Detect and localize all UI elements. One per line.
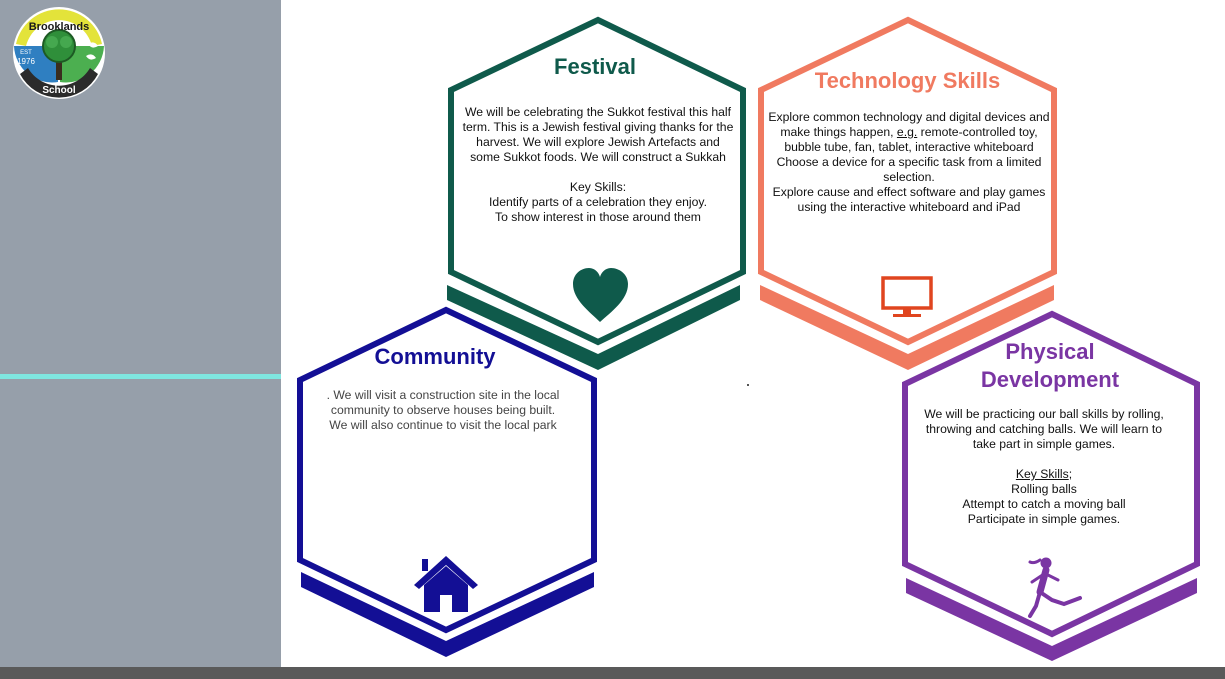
school-logo: Brooklands EST 1976 School — [13, 7, 105, 99]
physical-hex-shadow — [906, 578, 1197, 661]
community-title: Community — [374, 344, 496, 369]
physical-skills-heading: Key Skills — [1015, 467, 1069, 481]
physical-skill-item: Rolling balls — [1011, 482, 1077, 496]
festival-skills-heading: Key Skills: — [569, 180, 627, 194]
logo-year: 1976 — [17, 57, 35, 66]
bottom-scrollbar[interactable] — [0, 667, 1225, 679]
technology-title: Technology Skills — [814, 68, 1001, 93]
physical-text: We will be practicing our ball skills by… — [914, 407, 1174, 527]
sidebar-panel — [0, 0, 281, 667]
runner-icon — [1028, 557, 1082, 618]
sidebar-divider — [0, 374, 281, 379]
community-hexagon — [297, 306, 597, 634]
festival-skill-item: Identify parts of a celebration they enj… — [489, 195, 707, 209]
stray-mark — [747, 384, 749, 386]
physical-title: Physical Development — [940, 338, 1160, 394]
monitor-icon — [881, 276, 933, 317]
community-paragraph: . We will visit a construction site in t… — [326, 388, 560, 417]
house-icon — [414, 556, 478, 612]
community-text: . We will visit a construction site in t… — [312, 388, 574, 433]
festival-text: We will be celebrating the Sukkot festiv… — [462, 105, 734, 225]
community-paragraph-2: We will also continue to visit the local… — [329, 418, 557, 432]
technology-paragraph-2: Explore cause and effect software and pl… — [772, 185, 1046, 214]
festival-skill-item: To show interest in those around them — [495, 210, 701, 224]
technology-hexagon — [758, 16, 1057, 346]
heart-icon — [573, 268, 628, 322]
physical-skill-item: Attempt to catch a moving ball — [962, 497, 1126, 511]
community-hex-shadow — [301, 572, 594, 657]
physical-title-line-2: Development — [980, 367, 1120, 392]
festival-hex-shadow — [447, 285, 740, 370]
physical-paragraph: We will be practicing our ball skills by… — [924, 407, 1164, 451]
physical-skill-item: Participate in simple games. — [967, 512, 1121, 526]
technology-paragraph-start: Explore common technology and digital de… — [768, 110, 1050, 139]
logo-name: Brooklands — [29, 21, 90, 33]
technology-paragraph-end: remote-controlled toy, bubble tube, fan,… — [776, 125, 1042, 184]
physical-skills-suffix: ; — [1068, 467, 1073, 481]
festival-title: Festival — [554, 54, 636, 79]
technology-hex-shadow — [760, 285, 1054, 370]
festival-hexagon — [448, 16, 746, 346]
technology-text: Explore common technology and digital de… — [768, 110, 1050, 215]
physical-title-line-1: Physical — [1005, 339, 1095, 364]
technology-eg: e.g. — [896, 125, 918, 139]
logo-school: School — [42, 85, 76, 96]
physical-hexagon — [902, 310, 1200, 638]
festival-paragraph: We will be celebrating the Sukkot festiv… — [462, 105, 734, 164]
logo-est: EST — [20, 50, 32, 56]
